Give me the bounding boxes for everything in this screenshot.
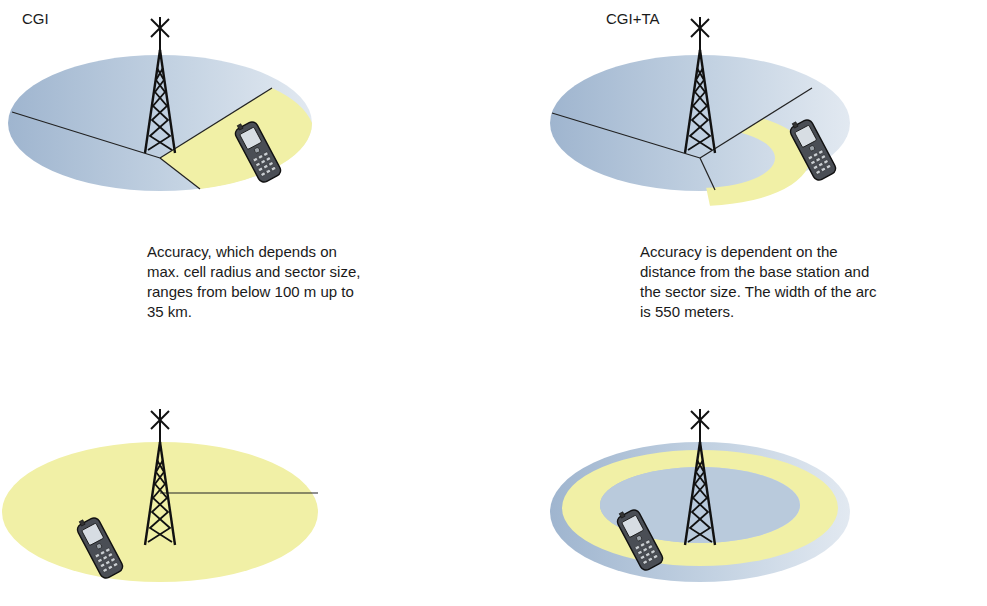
column-heading: CGI+TA	[606, 9, 659, 29]
column-heading: CGI	[22, 9, 49, 29]
base-station	[685, 409, 715, 545]
cell-omni-ring	[550, 442, 850, 582]
cell-sectored	[8, 55, 312, 191]
base-station	[145, 17, 175, 153]
description-text: Accuracy, which depends on max. cell rad…	[147, 242, 362, 322]
mobile-phone	[74, 513, 125, 580]
cell-omni	[2, 442, 318, 582]
base-station	[145, 409, 175, 545]
mobile-phone	[787, 115, 838, 182]
cell-sectored-arc	[550, 55, 850, 206]
base-station	[685, 17, 715, 153]
mobile-phone	[614, 505, 665, 572]
description-text: Accuracy is dependent on the distance fr…	[640, 242, 890, 322]
mobile-phone	[232, 117, 283, 184]
